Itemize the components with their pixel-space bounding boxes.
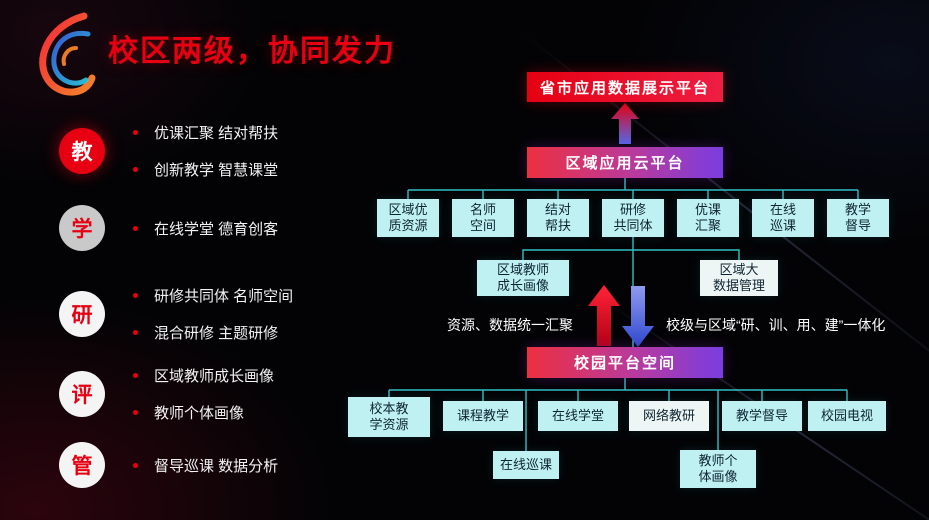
region-module-box: 区域优质资源 — [377, 199, 439, 237]
bullet-dot-icon — [133, 293, 138, 298]
bullet-text: 混合研修 主题研修 — [154, 325, 279, 342]
region-detail-right-box: 区域大数据管理 — [700, 260, 778, 296]
school-detail-left-box: 在线巡课 — [493, 451, 559, 479]
bullet-list: 研修共同体 名师空间 混合研修 主题研修 — [133, 285, 293, 343]
bullet-text: 研修共同体 名师空间 — [154, 288, 294, 305]
school-module-box: 课程教学 — [443, 401, 523, 431]
school-module-box: 在线学堂 — [538, 401, 618, 431]
bullet-list: 督导巡课 数据分析 — [133, 455, 278, 476]
bullet-text: 督导巡课 数据分析 — [154, 457, 279, 475]
region-module-label: 名师空间 — [469, 201, 496, 233]
bullet-dot-icon — [133, 330, 138, 335]
region-module-label: 在线巡课 — [769, 201, 796, 233]
region-module-box: 在线巡课 — [752, 199, 814, 237]
list-item: 优课汇聚 结对帮扶 — [133, 122, 278, 143]
bullet-text: 优课汇聚 结对帮扶 — [154, 125, 279, 142]
school-module-label: 在线学堂 — [551, 407, 604, 423]
school-detail-right-box: 教师个体画像 — [680, 450, 756, 488]
bullet-dot-icon — [133, 373, 138, 378]
left-group-teach: 教 优课汇聚 结对帮扶 创新教学 智慧课堂 — [59, 122, 278, 180]
left-group-learn: 学 在线学堂 德育创客 — [59, 205, 278, 251]
flow-up-arrow-icon — [588, 285, 620, 346]
region-module-box: 名师空间 — [452, 199, 514, 237]
list-item: 在线学堂 德育创客 — [133, 218, 278, 239]
left-group-manage: 管 督导巡课 数据分析 — [59, 442, 278, 488]
school-module-box: 网络教研 — [629, 401, 709, 431]
school-platform-box: 校园平台空间 — [527, 347, 723, 378]
region-module-box: 教学督导 — [827, 199, 889, 237]
logo-swirl — [26, 6, 106, 106]
region-platform-box: 区域应用云平台 — [527, 147, 723, 178]
school-module-label: 教学督导 — [735, 407, 788, 423]
region-module-box: 优课汇聚 — [677, 199, 739, 237]
list-item: 研修共同体 名师空间 — [133, 285, 293, 306]
badge-research: 研 — [59, 291, 105, 337]
school-module-box: 校园电视 — [808, 401, 886, 431]
bullet-text: 区域教师成长画像 — [154, 368, 275, 385]
school-module-label: 校园电视 — [820, 407, 873, 423]
logo-swirl-icon — [39, 12, 96, 96]
badge-manage: 管 — [59, 442, 105, 488]
bullet-text: 创新教学 智慧课堂 — [154, 162, 279, 179]
flow-down-arrow-icon — [622, 286, 654, 347]
bullet-text: 在线学堂 德育创客 — [154, 220, 279, 238]
bullet-list: 优课汇聚 结对帮扶 创新教学 智慧课堂 — [133, 122, 278, 180]
school-detail-left-label: 在线巡课 — [499, 456, 552, 472]
region-detail-left-label: 区域教师成长画像 — [496, 261, 549, 293]
list-item: 混合研修 主题研修 — [133, 322, 293, 343]
bullet-list: 区域教师成长画像 教师个体画像 — [133, 365, 274, 423]
school-module-label: 网络教研 — [642, 407, 695, 423]
left-group-evaluate: 评 区域教师成长画像 教师个体画像 — [59, 365, 274, 423]
list-item: 创新教学 智慧课堂 — [133, 159, 278, 180]
province-platform-box: 省市应用数据展示平台 — [527, 72, 723, 102]
region-module-label: 优课汇聚 — [694, 201, 721, 233]
region-detail-left-box: 区域教师成长画像 — [477, 260, 569, 296]
bullet-dot-icon — [133, 225, 138, 231]
region-module-box: 结对帮扶 — [527, 199, 589, 237]
list-item: 教师个体画像 — [133, 402, 274, 423]
region-detail-right-label: 区域大数据管理 — [712, 261, 765, 293]
region-module-label: 研修共同体 — [613, 201, 653, 233]
bullet-dot-icon — [133, 410, 138, 415]
flow-up-label: 资源、数据统一汇聚 — [447, 317, 573, 333]
school-module-label: 校本教学资源 — [369, 400, 409, 432]
region-module-label: 教学督导 — [844, 201, 871, 233]
list-item: 区域教师成长画像 — [133, 365, 274, 386]
region-module-box: 研修共同体 — [602, 199, 664, 237]
school-detail-right-label: 教师个体画像 — [698, 452, 738, 484]
bullet-dot-icon — [133, 167, 138, 172]
region-module-label: 结对帮扶 — [544, 201, 571, 233]
school-module-label: 课程教学 — [456, 407, 509, 423]
bullet-text: 教师个体画像 — [154, 405, 245, 422]
school-module-box: 教学督导 — [722, 401, 802, 431]
left-group-research: 研 研修共同体 名师空间 混合研修 主题研修 — [59, 285, 293, 343]
flow-down-label: 校级与区域“研、训、用、建”一体化 — [666, 317, 886, 333]
badge-teach: 教 — [59, 128, 105, 174]
bullet-dot-icon — [133, 130, 138, 135]
badge-learn: 学 — [59, 205, 105, 251]
bullet-dot-icon — [133, 462, 138, 468]
school-module-box: 校本教学资源 — [348, 397, 430, 437]
page-title: 校区两级，协同发力 — [108, 35, 396, 68]
bullet-list: 在线学堂 德育创客 — [133, 218, 278, 239]
badge-evaluate: 评 — [59, 371, 105, 417]
list-item: 督导巡课 数据分析 — [133, 455, 278, 476]
flow-up-small-arrow-icon — [611, 103, 639, 144]
region-module-label: 区域优质资源 — [388, 201, 428, 233]
